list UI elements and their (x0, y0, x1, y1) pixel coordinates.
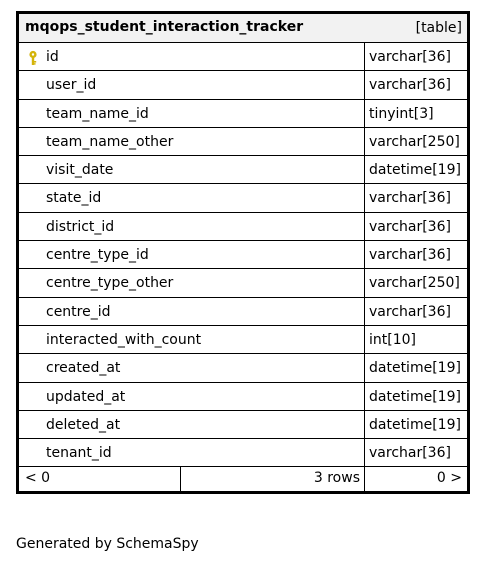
column-name: updated_at (46, 388, 126, 405)
children-cell: 0 > (365, 467, 467, 491)
column-type-cell: datetime[19] (365, 354, 467, 381)
column-name-cell: team_name_other (19, 127, 365, 156)
column-name: centre_type_id (46, 247, 149, 264)
column-type: varchar[36] (369, 49, 451, 65)
column-name-cell: district_id (19, 212, 365, 241)
column-name-cell: visit_date (19, 156, 365, 184)
column-type: datetime[19] (369, 162, 461, 179)
column-type-cell: datetime[19] (365, 156, 467, 183)
column-type: int[10] (369, 331, 416, 348)
column-row: updated_at datetime[19] (19, 382, 467, 411)
row-count: 3 rows (313, 470, 360, 487)
column-type-cell: varchar[36] (365, 241, 467, 268)
column-type: varchar[36] (369, 190, 451, 207)
table-node: mqops_student_interaction_tracker [table… (16, 11, 470, 495)
column-name: state_id (46, 190, 102, 207)
table-name: mqops_student_interaction_tracker (25, 19, 304, 35)
column-name: tenant_id (46, 445, 112, 462)
column-type-cell: datetime[19] (365, 383, 467, 410)
column-name-cell: created_at (19, 354, 365, 382)
column-list: id varchar[36] user_id varchar[36] team_name… (19, 43, 467, 468)
column-type: varchar[36] (369, 303, 451, 320)
column-type: varchar[36] (369, 218, 451, 235)
column-name-cell: centre_id (19, 297, 365, 325)
column-type: tinyint[3] (369, 105, 434, 122)
column-row: team_name_other varchar[250] (19, 127, 467, 157)
column-name: team_name_id (46, 105, 149, 122)
column-type: varchar[250] (369, 275, 460, 292)
parents-count: < 0 (25, 470, 51, 487)
table-header: mqops_student_interaction_tracker [table… (19, 14, 467, 43)
column-type-cell: datetime[19] (365, 411, 467, 438)
column-name: team_name_other (46, 133, 174, 150)
column-type: varchar[250] (369, 133, 460, 150)
column-row: centre_type_id varchar[36] (19, 241, 467, 270)
column-type-cell: tinyint[3] (365, 100, 467, 127)
column-type: datetime[19] (369, 416, 461, 433)
column-name: created_at (46, 360, 121, 377)
primary-key-icon (29, 50, 37, 65)
column-row: deleted_at datetime[19] (19, 410, 467, 440)
column-type-cell: varchar[250] (365, 128, 467, 155)
column-name: user_id (46, 77, 97, 94)
column-type-cell: varchar[250] (365, 269, 467, 296)
column-row: id varchar[36] (19, 43, 467, 72)
column-type-cell: varchar[36] (365, 439, 467, 466)
column-row: district_id varchar[36] (19, 212, 467, 242)
table-footer: < 0 3 rows 0 > (19, 467, 467, 492)
column-name-cell: centre_type_id (19, 241, 365, 269)
column-type-cell: varchar[36] (365, 71, 467, 98)
column-type-cell: varchar[36] (365, 43, 467, 70)
column-row: created_at datetime[19] (19, 354, 467, 383)
column-name-cell: user_id (19, 71, 365, 99)
column-name: interacted_with_count (46, 331, 202, 348)
column-name: visit_date (46, 162, 114, 179)
column-name: id (46, 49, 59, 65)
column-row: tenant_id varchar[36] (19, 439, 467, 468)
column-row: centre_type_other varchar[250] (19, 269, 467, 298)
column-type: datetime[19] (369, 360, 461, 377)
column-row: centre_id varchar[36] (19, 297, 467, 326)
column-row: state_id varchar[36] (19, 184, 467, 213)
column-name-cell: centre_type_other (19, 269, 365, 297)
column-row: team_name_id tinyint[3] (19, 99, 467, 128)
children-count: 0 > (436, 470, 462, 487)
column-type: varchar[36] (369, 445, 451, 462)
column-name: deleted_at (46, 416, 121, 433)
parents-cell: < 0 (19, 467, 181, 492)
column-type: varchar[36] (369, 77, 451, 94)
column-name-cell: deleted_at (19, 410, 365, 439)
column-type-cell: varchar[36] (365, 298, 467, 325)
column-type: datetime[19] (369, 388, 461, 405)
column-row: interacted_with_count int[10] (19, 325, 467, 355)
column-name-cell: id (19, 43, 365, 71)
table-kind-label: [table] (415, 20, 462, 36)
column-type-cell: int[10] (365, 326, 467, 353)
column-type-cell: varchar[36] (365, 213, 467, 240)
column-name-cell: updated_at (19, 382, 365, 410)
column-name: centre_id (46, 303, 111, 320)
column-name: district_id (46, 218, 115, 235)
column-name-cell: tenant_id (19, 439, 365, 467)
column-name: centre_type_other (46, 275, 174, 292)
column-name-cell: team_name_id (19, 99, 365, 127)
column-name-cell: interacted_with_count (19, 325, 365, 354)
column-type: varchar[36] (369, 247, 451, 264)
rows-cell: 3 rows (181, 467, 365, 492)
column-row: user_id varchar[36] (19, 71, 467, 100)
column-type-cell: varchar[36] (365, 184, 467, 211)
generator-credit: Generated by SchemaSpy (16, 536, 199, 552)
column-row: visit_date datetime[19] (19, 156, 467, 185)
column-name-cell: state_id (19, 184, 365, 212)
